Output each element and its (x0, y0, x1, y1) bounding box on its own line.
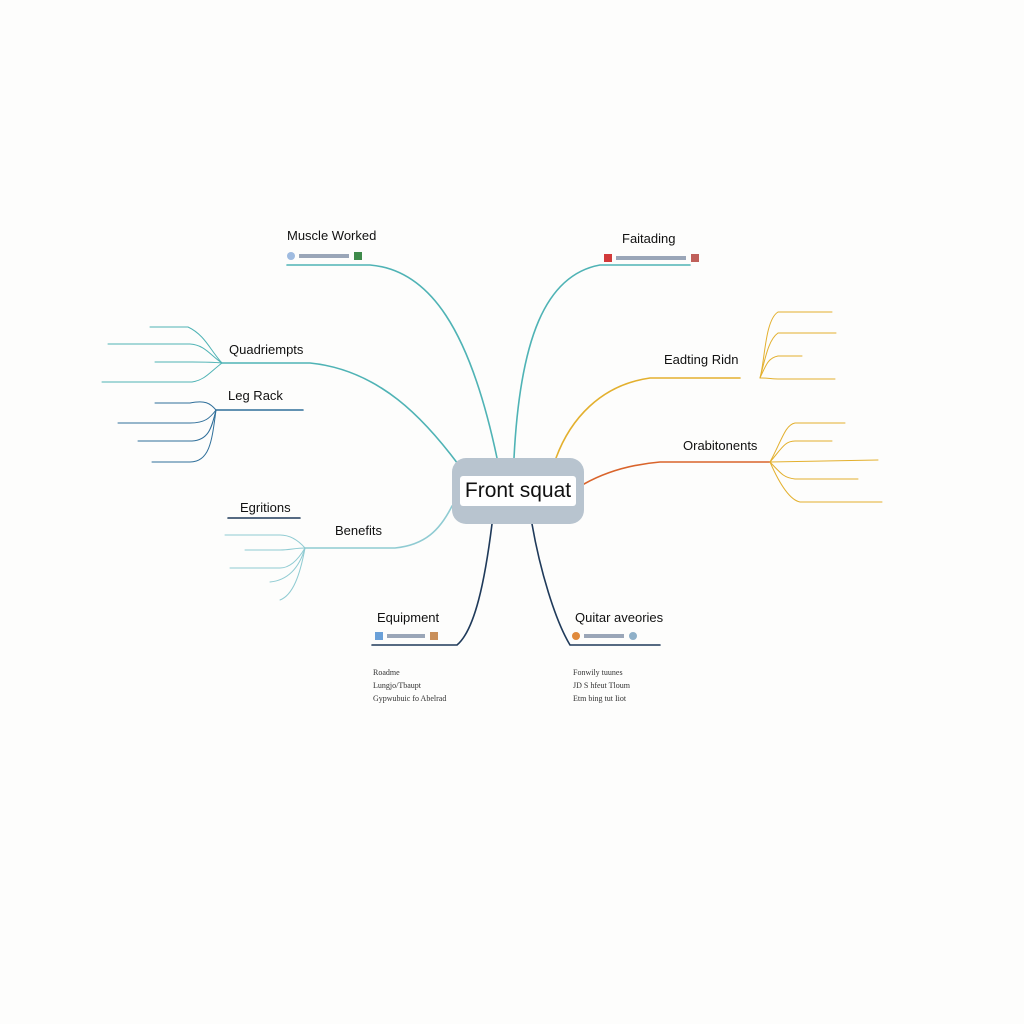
link-muscle-worked (286, 264, 498, 459)
equipment-item-3: Gypwubuic fo Abelrad (373, 694, 447, 703)
branch-quitar-aveories[interactable]: Quitar aveories (575, 610, 664, 625)
link-benefits (304, 505, 453, 549)
cloud-icon (628, 631, 637, 640)
fan-leg-rack-3 (137, 409, 217, 442)
link-quadriempts (221, 362, 459, 465)
branch-orabitonents[interactable]: Orabitonents (683, 438, 758, 453)
tag-strip (616, 255, 687, 260)
link-equipment (371, 523, 493, 646)
branch-faitading[interactable]: Faitading (622, 231, 676, 246)
center-node[interactable]: Front squat (452, 458, 584, 524)
fan-eadting-4 (759, 377, 836, 380)
fan-benefits-5 (269, 547, 306, 583)
fan-orabitonents-1 (769, 422, 846, 463)
fan-eadting-1 (759, 311, 833, 379)
image-icon (572, 631, 580, 640)
link-orabitonents (583, 461, 771, 485)
fan-orabitonents-5 (769, 461, 883, 503)
center-title: Front squat (459, 476, 577, 506)
fan-orabitonents-3 (769, 459, 879, 463)
branch-quadriempts[interactable]: Quadriempts (229, 342, 304, 357)
image-icon (375, 631, 383, 640)
red-square-icon (604, 253, 612, 262)
fan-eadting-2 (759, 332, 837, 379)
fan-leg-rack-1 (154, 401, 217, 411)
fan-quadriempts-3 (154, 361, 223, 364)
branch-leg-rack[interactable]: Leg Rack (228, 388, 283, 403)
fan-benefits-4 (279, 547, 306, 601)
link-faitading (513, 264, 691, 459)
tag-strip (387, 633, 426, 638)
fan-quadriempts-1 (149, 326, 223, 364)
branch-egritions[interactable]: Egritions (240, 500, 291, 515)
fan-orabitonents-2 (769, 440, 833, 463)
branch-muscle-worked[interactable]: Muscle Worked (287, 228, 377, 243)
fan-orabitonents-4 (769, 461, 859, 480)
link-quitar-aveories (531, 523, 661, 646)
tag-strip (584, 633, 625, 638)
fan-benefits-2 (244, 547, 306, 551)
link-eadting-ridn (555, 377, 741, 459)
branch-eadting-ridn[interactable]: Eadting Ridn (664, 352, 739, 367)
muscle-worked-tags (287, 247, 362, 265)
branch-benefits[interactable]: Benefits (335, 523, 382, 538)
quitar-item-2: JD S hfeut Tloum (573, 681, 630, 690)
fan-leg-rack-4 (151, 409, 217, 463)
equipment-tags (375, 627, 438, 645)
branch-equipment[interactable]: Equipment (377, 610, 440, 625)
fan-eadting-3 (759, 355, 803, 379)
fan-benefits-1 (224, 534, 306, 549)
document-icon (690, 253, 699, 262)
image-icon (287, 251, 295, 260)
equipment-item-1: Roadme (373, 668, 400, 677)
fan-quadriempts-2 (107, 343, 223, 364)
quitar-item-1: Fonwily tuunes (573, 668, 623, 677)
quitar-aveories-tags (572, 627, 637, 645)
fan-benefits-3 (229, 547, 306, 569)
tag-strip (299, 253, 350, 258)
equipment-item-2: Lungjo/Tbaupt (373, 681, 421, 690)
quitar-item-3: Etm bing tut Iiot (573, 694, 627, 703)
fan-quadriempts-4 (101, 362, 223, 383)
leaf-icon (353, 251, 362, 260)
fan-leg-rack-2 (117, 409, 217, 424)
faitading-tags (604, 249, 699, 267)
document-icon (429, 631, 438, 640)
